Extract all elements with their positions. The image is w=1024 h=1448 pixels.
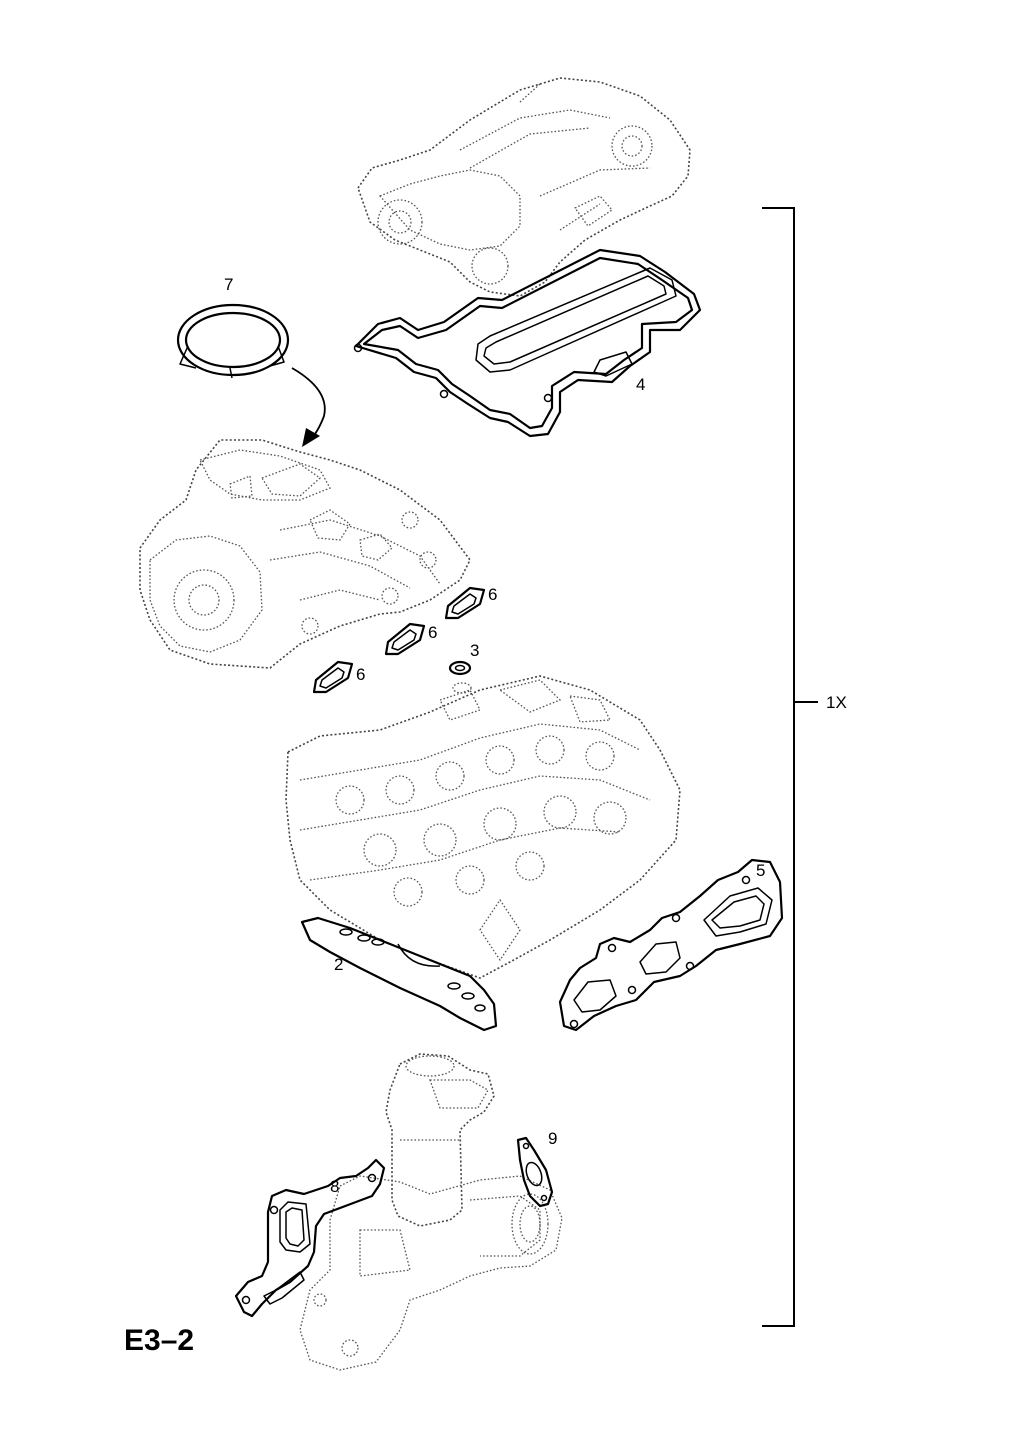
callout-6a: 6 <box>488 585 497 604</box>
callout-5: 5 <box>756 861 765 880</box>
assembly-arrow <box>291 367 326 447</box>
exhaust-manifold-gasket <box>558 858 784 1032</box>
kit-quantity-label: 1X <box>826 693 847 712</box>
intake-port-seals <box>312 586 486 694</box>
seal-3 <box>448 660 472 694</box>
callout-6c: 6 <box>356 665 365 684</box>
callout-7: 7 <box>224 275 233 294</box>
callout-8: 8 <box>330 1177 339 1196</box>
page-code: E3–2 <box>124 1324 194 1357</box>
callout-6b: 6 <box>428 623 437 642</box>
egr-gasket-9 <box>516 1136 554 1208</box>
callout-2: 2 <box>334 955 343 974</box>
throttle-seal-ring <box>176 303 290 379</box>
kit-bracket <box>762 207 818 1327</box>
callout-3: 3 <box>470 641 479 660</box>
callout-9: 9 <box>548 1129 557 1148</box>
callout-4: 4 <box>636 375 645 394</box>
egr-gasket-8 <box>234 1158 386 1318</box>
valve-cover-drawing <box>357 77 691 297</box>
intake-manifold-gasket <box>300 916 498 1032</box>
egr-valve-drawing <box>299 1053 563 1371</box>
intake-manifold-drawing <box>139 439 471 669</box>
cylinder-head-drawing <box>285 675 681 979</box>
valve-cover-gasket <box>353 248 702 438</box>
